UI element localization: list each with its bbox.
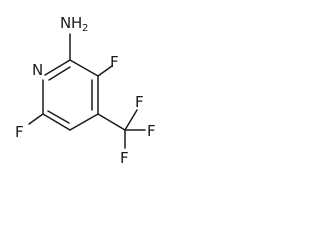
atom-label-cf3-f-bottom: F [120, 149, 129, 167]
atom-label-amine-n: N [60, 14, 71, 32]
bond-c6-f [28, 113, 44, 125]
bond-c3-f [97, 65, 113, 77]
atom-label-ring-n: N [32, 61, 43, 79]
bond-c5-c6 [42, 113, 71, 131]
bond-c2-c3 [69, 59, 99, 77]
bond-cf3-f-top [124, 109, 138, 131]
bond-n1-c2-double [48, 66, 71, 81]
atom-label-amine-h: H [71, 14, 82, 32]
atom-label-amine-h-count: 2 [82, 23, 88, 34]
atom-label-cf3-f-right: F [147, 122, 156, 140]
atom-label-f-c3: F [110, 53, 119, 71]
bond-c4-c5 [69, 113, 99, 131]
bond-n1-c2 [44, 59, 71, 76]
chemical-structure: N H 2 N F F F F F [15, 14, 156, 167]
atom-label-f-c6: F [15, 123, 24, 141]
atom-label-cf3-f-top: F [135, 93, 144, 111]
bond-c5-c6-double [47, 110, 70, 124]
bond-c4-cf3 [97, 113, 126, 131]
